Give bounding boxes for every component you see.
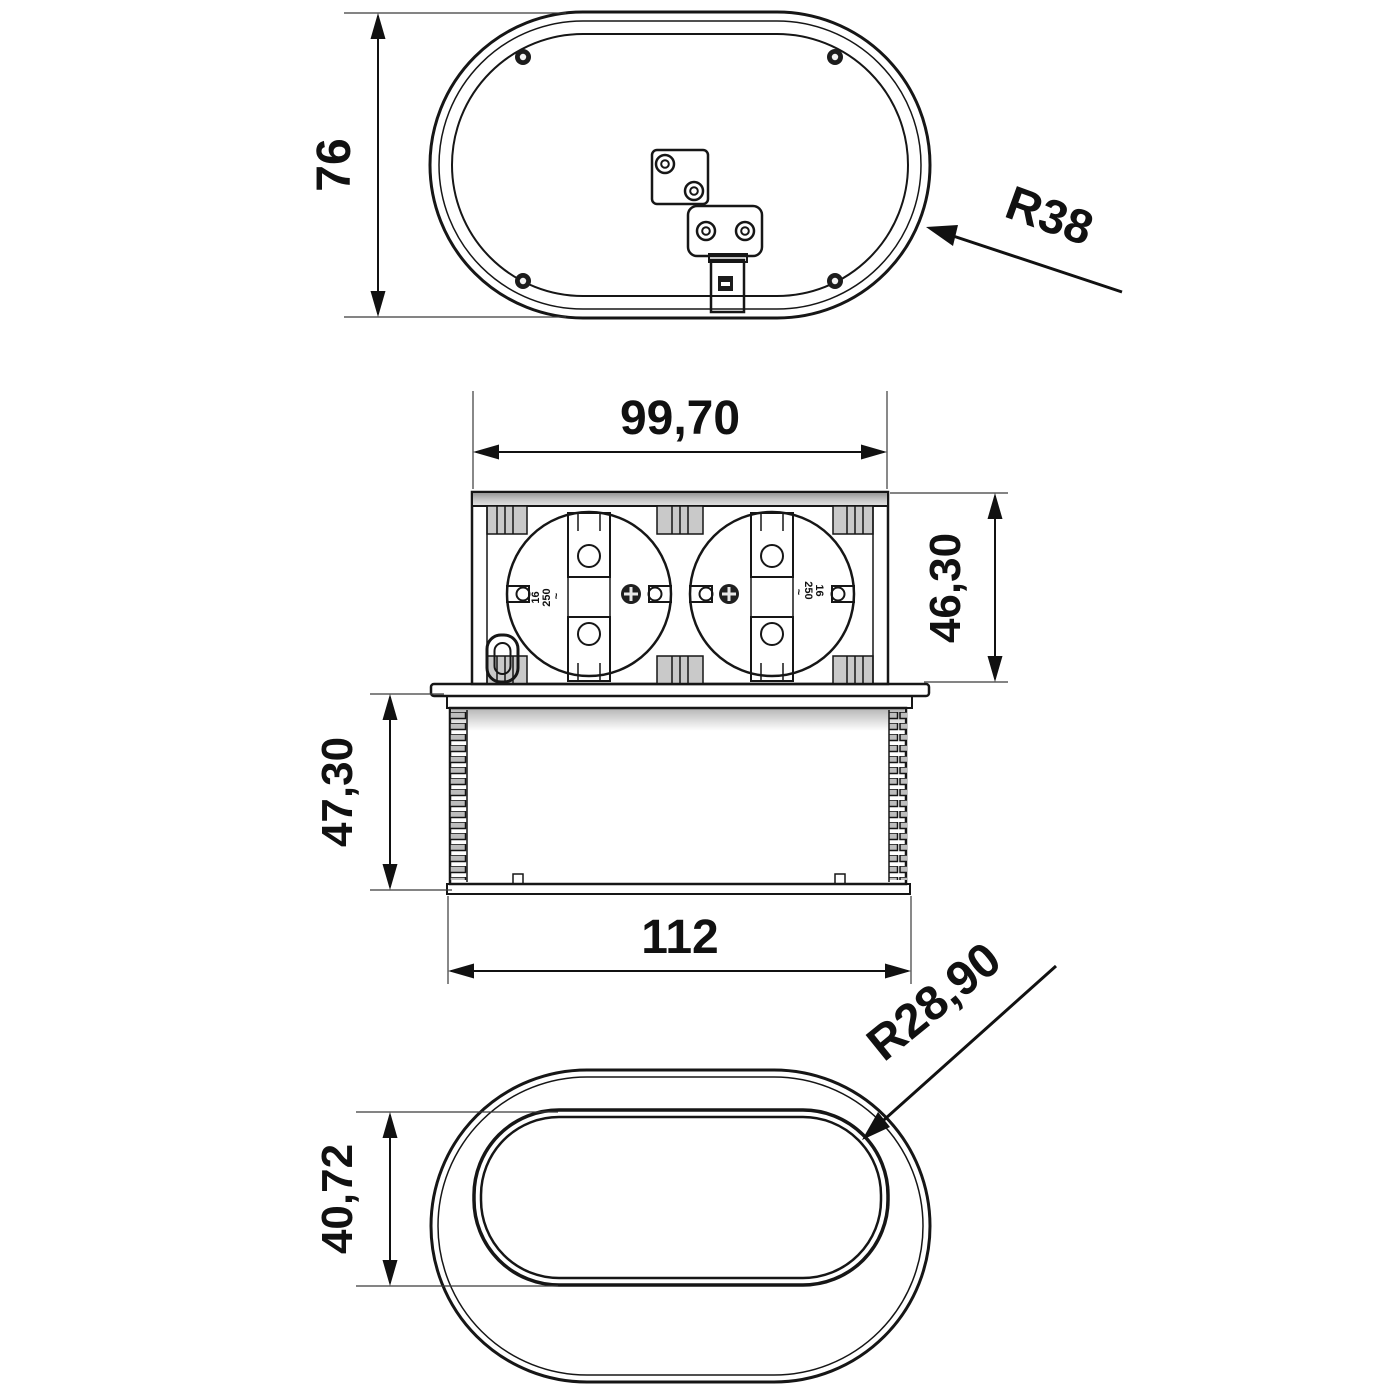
grommet-screw-icon bbox=[683, 180, 705, 202]
arrowhead bbox=[926, 225, 958, 246]
arrowhead bbox=[382, 864, 398, 890]
pin-hole bbox=[577, 544, 601, 568]
drum-bottom-band bbox=[446, 883, 911, 895]
arrowhead bbox=[862, 1112, 890, 1140]
screw-icon bbox=[515, 273, 531, 289]
phillips-screw-icon bbox=[621, 584, 641, 604]
pin-hole bbox=[760, 544, 784, 568]
grommet-screw-icon bbox=[695, 220, 717, 242]
drum-shadow bbox=[452, 709, 904, 731]
arrowhead bbox=[382, 1112, 398, 1138]
arrowhead bbox=[382, 694, 398, 720]
top-view-outer-shell bbox=[428, 10, 932, 320]
fixing-claws bbox=[486, 505, 874, 685]
top-view-corner-screws bbox=[515, 49, 843, 289]
dim-label-46-30: 46,30 bbox=[921, 533, 970, 643]
arrowhead bbox=[861, 444, 887, 460]
dimension-76: 76 bbox=[308, 12, 566, 318]
dim-label-99-70: 99,70 bbox=[620, 392, 740, 445]
arrowhead bbox=[370, 13, 386, 39]
stem-connector-slot bbox=[721, 282, 730, 286]
drum-notch bbox=[512, 873, 524, 885]
arrowhead bbox=[473, 444, 499, 460]
arrowhead bbox=[987, 493, 1003, 519]
schuko-socket-right: 16 250 ~ bbox=[688, 510, 856, 682]
dim-label-76: 76 bbox=[308, 138, 361, 191]
arrowhead bbox=[382, 1260, 398, 1286]
radius-r38: R38 bbox=[926, 176, 1123, 294]
front-view: 99,70 bbox=[313, 391, 1008, 984]
ratchet-teeth-left bbox=[449, 712, 467, 880]
bottom-view-rim-line bbox=[437, 1076, 924, 1376]
bottom-cutout-outer bbox=[472, 1108, 890, 1287]
screw-icon bbox=[827, 49, 843, 65]
top-view: 76 R38 bbox=[308, 10, 1123, 320]
socket-rating-text: 16 250 ~ bbox=[530, 585, 563, 606]
top-view-hinge-plate bbox=[686, 204, 764, 258]
top-view-square-plate bbox=[650, 148, 710, 206]
arrowhead bbox=[370, 291, 386, 317]
pin-hole bbox=[577, 622, 601, 646]
top-view-stem bbox=[709, 258, 746, 314]
bottom-view: 40,72 R28,90 bbox=[313, 933, 1058, 1384]
screw-icon bbox=[515, 49, 531, 65]
pin-hole bbox=[760, 622, 784, 646]
drum-notch bbox=[834, 873, 846, 885]
dim-label-47-30: 47,30 bbox=[313, 737, 362, 847]
dimension-112: 112 bbox=[447, 896, 912, 984]
stem-collar bbox=[708, 253, 748, 263]
screw-icon bbox=[827, 273, 843, 289]
dim-label-112: 112 bbox=[641, 911, 718, 964]
dim-label-r28-90: R28,90 bbox=[857, 933, 1011, 1072]
dimension-47-30: 47,30 bbox=[313, 693, 452, 891]
schuko-socket-left: 16 250 ~ bbox=[505, 510, 673, 682]
arrowhead bbox=[448, 963, 474, 979]
ratchet-teeth-right bbox=[889, 712, 907, 880]
usb-c-port bbox=[485, 633, 520, 684]
radius-r28-90: R28,90 bbox=[857, 933, 1058, 1140]
arrowhead bbox=[885, 963, 911, 979]
dimension-99-70: 99,70 bbox=[472, 391, 888, 489]
arrowhead bbox=[987, 656, 1003, 682]
dim-label-40-72: 40,72 bbox=[313, 1144, 362, 1254]
top-view-face bbox=[451, 33, 909, 297]
mounting-flange bbox=[429, 682, 931, 698]
dimension-46-30: 46,30 bbox=[890, 492, 1008, 683]
bottom-view-outer-shell bbox=[429, 1068, 932, 1384]
phillips-screw-icon bbox=[719, 584, 739, 604]
dimension-40-72: 40,72 bbox=[313, 1111, 558, 1287]
grommet-screw-icon bbox=[654, 153, 676, 175]
socket-rating-text: 16 250 ~ bbox=[792, 581, 825, 602]
dim-label-r38: R38 bbox=[999, 176, 1100, 256]
top-view-rim-line bbox=[438, 20, 922, 310]
grommet-screw-icon bbox=[734, 220, 756, 242]
body-drum bbox=[448, 706, 908, 886]
panel-top-band bbox=[471, 491, 889, 507]
collar-step bbox=[446, 695, 913, 709]
bottom-cutout-inner bbox=[479, 1115, 883, 1280]
